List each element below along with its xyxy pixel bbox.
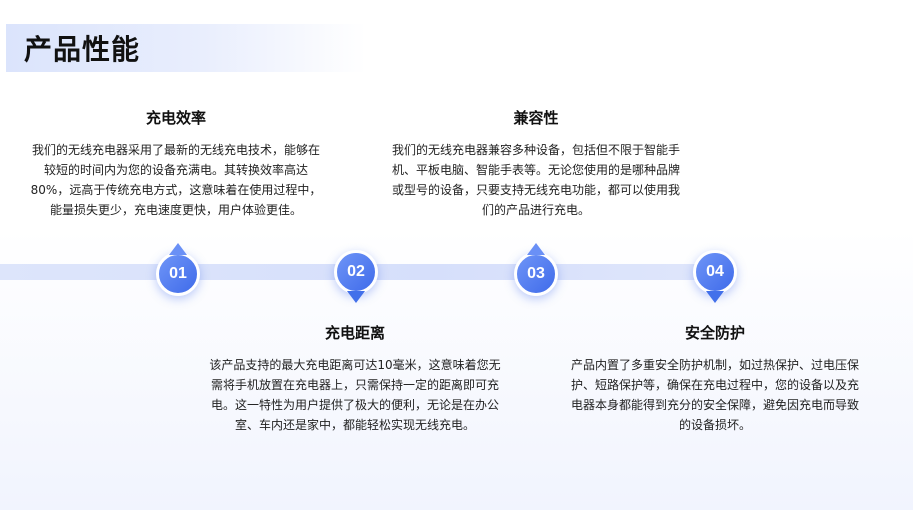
step-text-3: 我们的无线充电器兼容多种设备，包括但不限于智能手机、平板电脑、智能手表等。无论您… [391,143,680,217]
page-title: 产品性能 [24,33,141,66]
step-card-1: 充电效率 我们的无线充电器采用了最新的无线充电技术，能够在较短的时间内为您的设备… [28,108,324,220]
marker-pointer-icon [527,243,545,255]
step-marker-3: 03 [514,243,558,296]
step-title-2: 充电距离 [324,324,385,342]
step-number-3: 03 [527,265,545,282]
step-title-1: 充电效率 [145,109,206,127]
step-marker-1: 01 [156,243,200,296]
step-marker-2: 02 [334,250,378,303]
step-title-3: 兼容性 [513,109,559,127]
step-text-2: 该产品支持的最大充电距离可达10毫米，这意味着您无需将手机放置在充电器上，只需保… [209,358,501,432]
step-card-2: 充电距离 该产品支持的最大充电距离可达10毫米，这意味着您无需将手机放置在充电器… [206,323,504,435]
marker-pointer-icon [706,291,724,303]
step-card-3: 兼容性 我们的无线充电器兼容多种设备，包括但不限于智能手机、平板电脑、智能手表等… [388,108,684,220]
marker-pointer-icon [169,243,187,255]
step-number-1: 01 [169,265,187,282]
step-text-1: 我们的无线充电器采用了最新的无线充电技术，能够在较短的时间内为您的设备充满电。其… [30,143,322,217]
marker-pointer-icon [347,291,365,303]
step-marker-4: 04 [693,250,737,303]
step-card-4: 安全防护 产品内置了多重安全防护机制，如过热保护、过电压保护、短路保护等，确保在… [566,323,864,435]
step-text-4: 产品内置了多重安全防护机制，如过热保护、过电压保护、短路保护等，确保在充电过程中… [570,358,859,432]
step-number-4: 04 [706,263,724,280]
step-title-4: 安全防护 [684,324,745,342]
step-number-2: 02 [347,263,365,280]
title-bar [6,24,366,72]
